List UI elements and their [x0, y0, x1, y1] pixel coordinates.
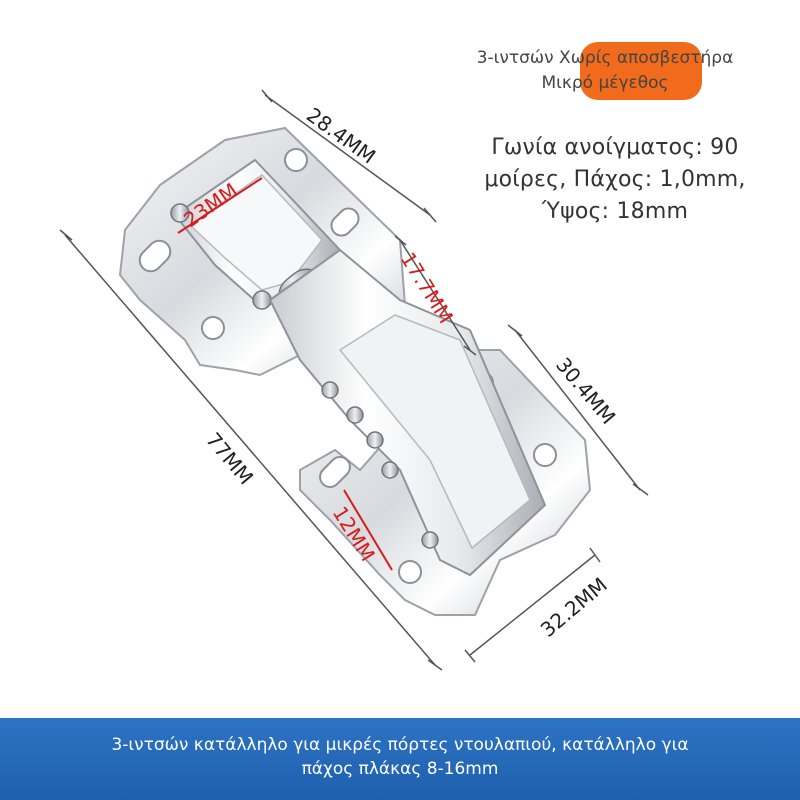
screw-hole	[201, 316, 225, 340]
product-badge: 3-ιντσών Χωρίς αποσβεστήρα Μικρό μέγεθος	[440, 38, 770, 108]
screw-hole	[398, 560, 422, 584]
footer-line-1: 3-ιντσών κατάλληλο για μικρές πόρτες ντο…	[111, 735, 689, 755]
badge-line-1: 3-ιντσών Χωρίς αποσβεστήρα	[476, 48, 734, 68]
spec-line-2: μοίρες, Πάχος: 1,0mm,	[484, 167, 746, 192]
lower-arm	[268, 248, 547, 577]
slot-hole	[319, 456, 351, 488]
dimension-bottom-width: 32.2MM	[536, 573, 612, 642]
footer-line-2: πάχος πλάκας 8-16mm	[301, 759, 499, 779]
spec-line-1: Γωνία ανοίγματος: 90	[491, 135, 739, 160]
footer-banner: 3-ιντσών κατάλληλο για μικρές πόρτες ντο…	[0, 718, 800, 800]
badge-pill	[580, 42, 702, 100]
badge-line-2: Μικρό μέγεθος	[541, 73, 669, 93]
screw-hole	[284, 148, 308, 172]
slot-hole	[138, 239, 172, 273]
red-dimension-lines	[177, 177, 393, 571]
slot-hole	[330, 207, 360, 237]
spec-line-3: Ύψος: 18mm	[541, 199, 689, 224]
dimension-total-length: 77MM	[201, 428, 258, 489]
badge-text: 3-ιντσών Χωρίς αποσβεστήρα Μικρό μέγεθος	[440, 46, 770, 96]
screw-hole	[533, 443, 557, 467]
spec-text: Γωνία ανοίγματος: 90 μοίρες, Πάχος: 1,0m…	[470, 132, 760, 228]
dimension-lines	[59, 89, 649, 671]
